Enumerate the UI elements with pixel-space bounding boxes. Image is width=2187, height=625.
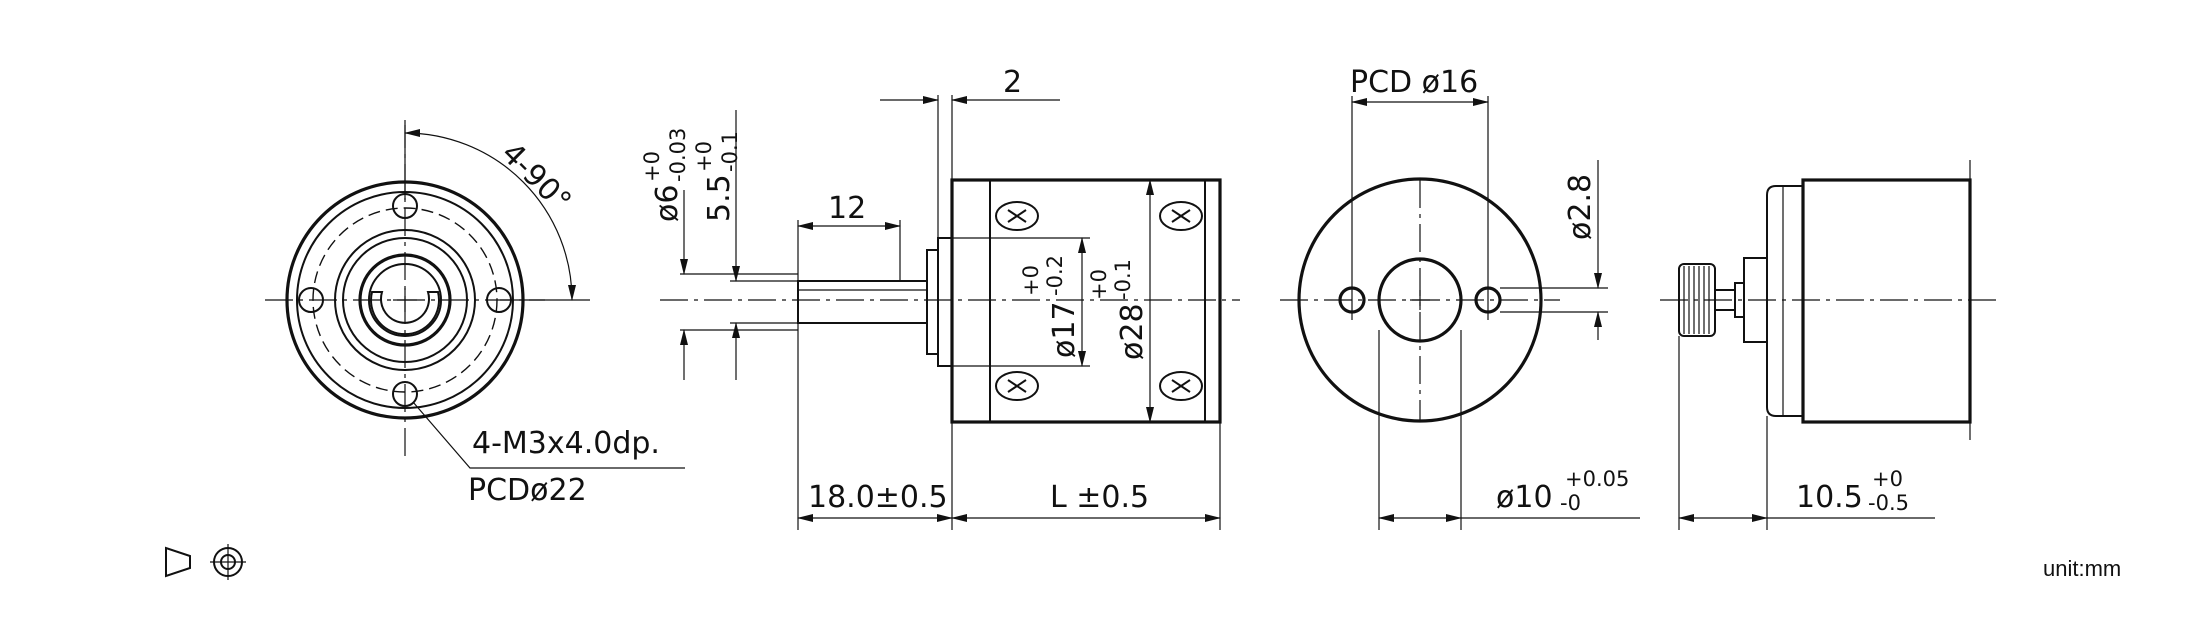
flat-tol-upper: +0 bbox=[692, 141, 716, 172]
body-tol-upper: +0 bbox=[1087, 269, 1111, 300]
boss-dia-label: ø17 bbox=[1047, 301, 1082, 358]
unit-label: unit:mm bbox=[2043, 556, 2121, 581]
projection-symbol-icon bbox=[165, 544, 246, 580]
hole-angle-label: 4-90° bbox=[494, 136, 578, 220]
hole-dia-label: ø2.8 bbox=[1563, 174, 1598, 240]
shaft-dia-tol-upper: +0 bbox=[640, 151, 664, 182]
screw-bottom-left bbox=[995, 371, 1039, 401]
flange-thickness-label: 2 bbox=[1003, 65, 1022, 100]
screw-top-left bbox=[995, 201, 1039, 231]
center-tol-lower: -0 bbox=[1560, 491, 1581, 515]
body-dia-label: ø28 bbox=[1115, 303, 1150, 360]
rear-view: PCD ø16 ø2.8 ø10 +0.05 -0 bbox=[1280, 65, 1640, 530]
center-tol-upper: +0.05 bbox=[1565, 467, 1629, 491]
right-length-label: 10.5 bbox=[1796, 480, 1863, 515]
boss-tol-lower: -0.2 bbox=[1043, 255, 1067, 296]
screw-bottom-right bbox=[1159, 371, 1203, 401]
flat-height-label: 5.5 bbox=[702, 174, 737, 222]
front-pcd-label: PCDø22 bbox=[468, 473, 587, 508]
body-length-label: L ±0.5 bbox=[1050, 480, 1149, 515]
shaft-dia-label: ø6 bbox=[650, 185, 685, 222]
screw-top-right bbox=[1159, 201, 1203, 231]
center-dia-label: ø10 bbox=[1496, 480, 1553, 515]
rear-pcd-label: PCD ø16 bbox=[1350, 65, 1478, 100]
flat-tol-lower: -0.1 bbox=[718, 131, 742, 172]
right-length-tol-lower: -0.5 bbox=[1868, 491, 1909, 515]
boss-tol-upper: +0 bbox=[1019, 265, 1043, 296]
side-view: 2 12 ø6 +0 -0.03 5.5 +0 -0.1 ø17 bbox=[640, 65, 1240, 530]
right-view: 10.5 +0 -0.5 bbox=[1660, 160, 2000, 530]
thread-spec-label: 4-M3x4.0dp. bbox=[472, 426, 660, 461]
front-view: 4-90° 4-M3x4.0dp. PCDø22 bbox=[265, 120, 685, 508]
shaft-dia-tol-lower: -0.03 bbox=[666, 128, 690, 182]
gear-teeth bbox=[1683, 266, 1710, 334]
shaft-length-label: 12 bbox=[828, 191, 866, 226]
shaft-extension-label: 18.0±0.5 bbox=[808, 480, 948, 515]
right-length-tol-upper: +0 bbox=[1872, 467, 1903, 491]
body-tol-lower: -0.1 bbox=[1111, 259, 1135, 300]
